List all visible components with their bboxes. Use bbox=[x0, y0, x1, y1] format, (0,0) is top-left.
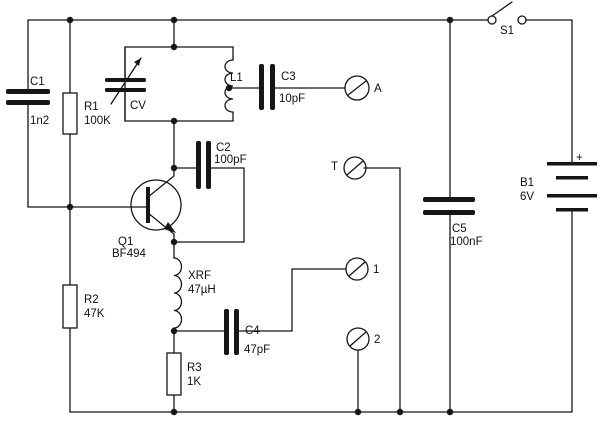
c4-name: C4 bbox=[245, 325, 260, 337]
b1-name: B1 bbox=[520, 177, 534, 189]
q1-value: BF494 bbox=[112, 248, 146, 260]
terminal-2 bbox=[346, 327, 370, 351]
b1-value: 6V bbox=[520, 191, 534, 203]
resistor-r3 bbox=[166, 352, 182, 396]
c1-value: 1n2 bbox=[30, 115, 49, 127]
switch-s1 bbox=[487, 1, 527, 25]
terminal-1 bbox=[345, 257, 369, 281]
terminal-2-label: 2 bbox=[374, 334, 380, 346]
resistor-r2 bbox=[62, 284, 78, 329]
choke-xrf bbox=[173, 257, 183, 329]
battery-b1 bbox=[547, 162, 597, 212]
capacitor-c1 bbox=[6, 89, 50, 105]
s1-name: S1 bbox=[500, 25, 514, 37]
battery-plus-sign: + bbox=[576, 152, 583, 164]
xrf-value: 47µH bbox=[188, 284, 216, 296]
r3-value: 1K bbox=[187, 376, 201, 388]
resistor-r1 bbox=[62, 92, 78, 135]
r2-value: 47K bbox=[84, 308, 105, 320]
c3-name: C3 bbox=[281, 71, 296, 83]
transistor-q1 bbox=[130, 167, 182, 243]
c2-value: 100pF bbox=[214, 154, 247, 166]
q1-name: Q1 bbox=[118, 236, 133, 248]
terminal-t-label: T bbox=[331, 161, 338, 173]
capacitor-c4 bbox=[224, 309, 239, 355]
capacitor-c5 bbox=[423, 197, 475, 215]
junction-dots bbox=[66, 16, 454, 416]
xrf-name: XRF bbox=[188, 270, 211, 282]
inductor-l1 bbox=[224, 59, 234, 113]
terminal-a-label: A bbox=[374, 83, 382, 95]
c5-value: 100nF bbox=[450, 236, 483, 248]
c3-value: 10pF bbox=[279, 93, 305, 105]
r1-value: 100K bbox=[84, 115, 111, 127]
wiring bbox=[27, 19, 573, 413]
terminal-a bbox=[344, 75, 370, 101]
r3-name: R3 bbox=[187, 362, 202, 374]
r1-name: R1 bbox=[84, 101, 99, 113]
r2-name: R2 bbox=[84, 294, 99, 306]
c5-name: C5 bbox=[452, 223, 467, 235]
variable-capacitor-cv bbox=[105, 46, 146, 122]
l1-name: L1 bbox=[230, 72, 243, 84]
c4-value: 47pF bbox=[244, 344, 270, 356]
capacitor-c3 bbox=[259, 64, 275, 110]
terminal-1-label: 1 bbox=[373, 264, 379, 276]
capacitor-c2 bbox=[196, 141, 211, 189]
c1-name: C1 bbox=[30, 76, 45, 88]
cv-name: CV bbox=[130, 100, 146, 112]
c2-name: C2 bbox=[216, 142, 231, 154]
terminal-t bbox=[343, 156, 367, 180]
